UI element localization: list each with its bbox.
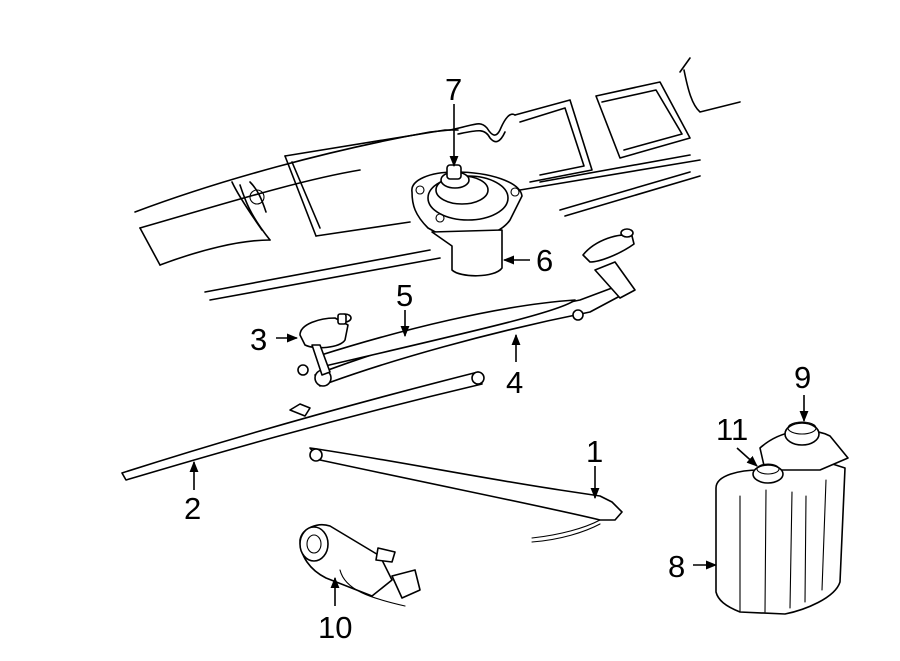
vehicle-body-outline bbox=[134, 57, 741, 301]
arrow-11 bbox=[736, 447, 758, 467]
wiper-pivot bbox=[299, 313, 352, 376]
callout-6: 6 bbox=[536, 243, 553, 278]
wiper-motor bbox=[411, 164, 523, 277]
callout-10: 10 bbox=[318, 610, 352, 645]
callout-5: 5 bbox=[396, 278, 413, 313]
callout-8: 8 bbox=[668, 549, 685, 584]
wiper-blade bbox=[121, 371, 485, 481]
callout-labels: 1 2 3 4 5 6 7 8 9 10 11 bbox=[184, 72, 811, 645]
washer-reservoir bbox=[715, 429, 849, 615]
wiper-linkage bbox=[297, 228, 636, 387]
callout-1: 1 bbox=[586, 434, 603, 469]
callout-2: 2 bbox=[184, 491, 201, 526]
callout-7: 7 bbox=[445, 72, 462, 107]
callout-11: 11 bbox=[716, 412, 748, 447]
leader-arrows bbox=[189, 104, 809, 606]
callout-4: 4 bbox=[506, 365, 523, 400]
reservoir-fill-neck bbox=[752, 463, 784, 484]
reservoir-cap bbox=[784, 421, 820, 446]
callout-3: 3 bbox=[250, 322, 267, 357]
washer-pump bbox=[299, 524, 421, 607]
wiper-arm bbox=[309, 447, 623, 543]
callout-9: 9 bbox=[794, 360, 811, 395]
